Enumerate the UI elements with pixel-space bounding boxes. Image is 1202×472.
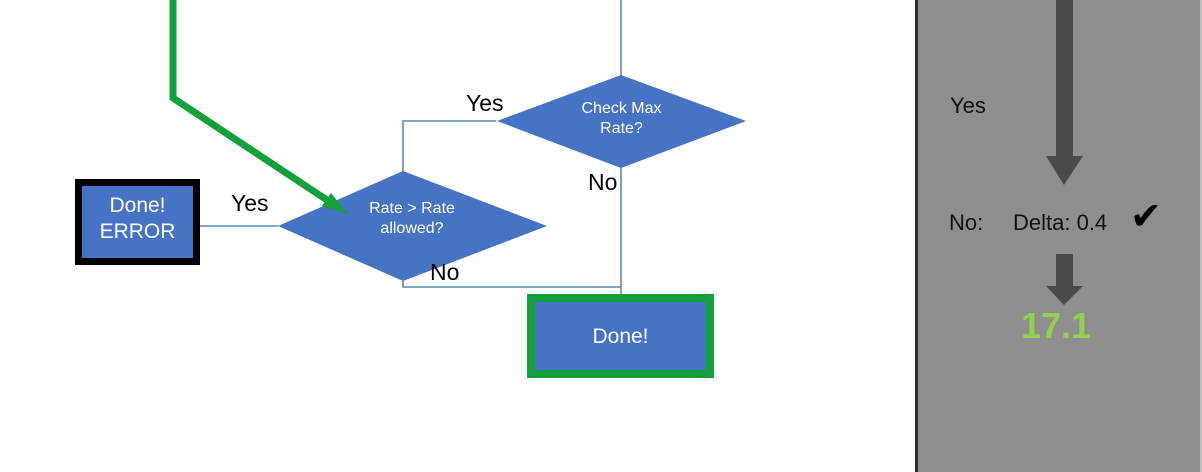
edge-label-no-from-maxrate: No	[588, 169, 618, 195]
node-done-box[interactable]	[527, 294, 714, 378]
panel-arrow-bottom-shaft	[1056, 254, 1073, 290]
connector-rate-no	[402, 281, 621, 288]
highlight-path-line	[169, 0, 338, 209]
panel-delta-label: Delta: 0.4	[1013, 210, 1108, 235]
panel-yes-label: Yes	[950, 93, 986, 118]
highlight-arrowhead-icon	[322, 193, 348, 214]
panel-arrow-top-head-icon	[1046, 156, 1083, 185]
connector-rate-yes-to-maxrate	[402, 120, 496, 172]
panel-arrow-bottom-head-icon	[1046, 286, 1083, 305]
highlight-path-green	[169, 0, 348, 214]
edge-label-yes-to-error: Yes	[231, 190, 269, 216]
check-mark-icon: ✔	[1130, 196, 1162, 238]
panel-result-value: 17.1	[1021, 305, 1092, 346]
decision-check-max-rate[interactable]	[497, 75, 746, 168]
panel-no-label: No:	[949, 210, 984, 235]
edge-label-no-from-rate: No	[430, 259, 460, 285]
node-done-error-box[interactable]	[75, 179, 200, 265]
panel-arrow-top-shaft	[1056, 0, 1073, 158]
edge-label-yes-to-maxrate: Yes	[466, 90, 504, 116]
decision-rate-greater-allowed[interactable]	[278, 171, 547, 281]
panel-arrow-group	[1046, 0, 1083, 305]
connector-lines	[200, 0, 622, 294]
